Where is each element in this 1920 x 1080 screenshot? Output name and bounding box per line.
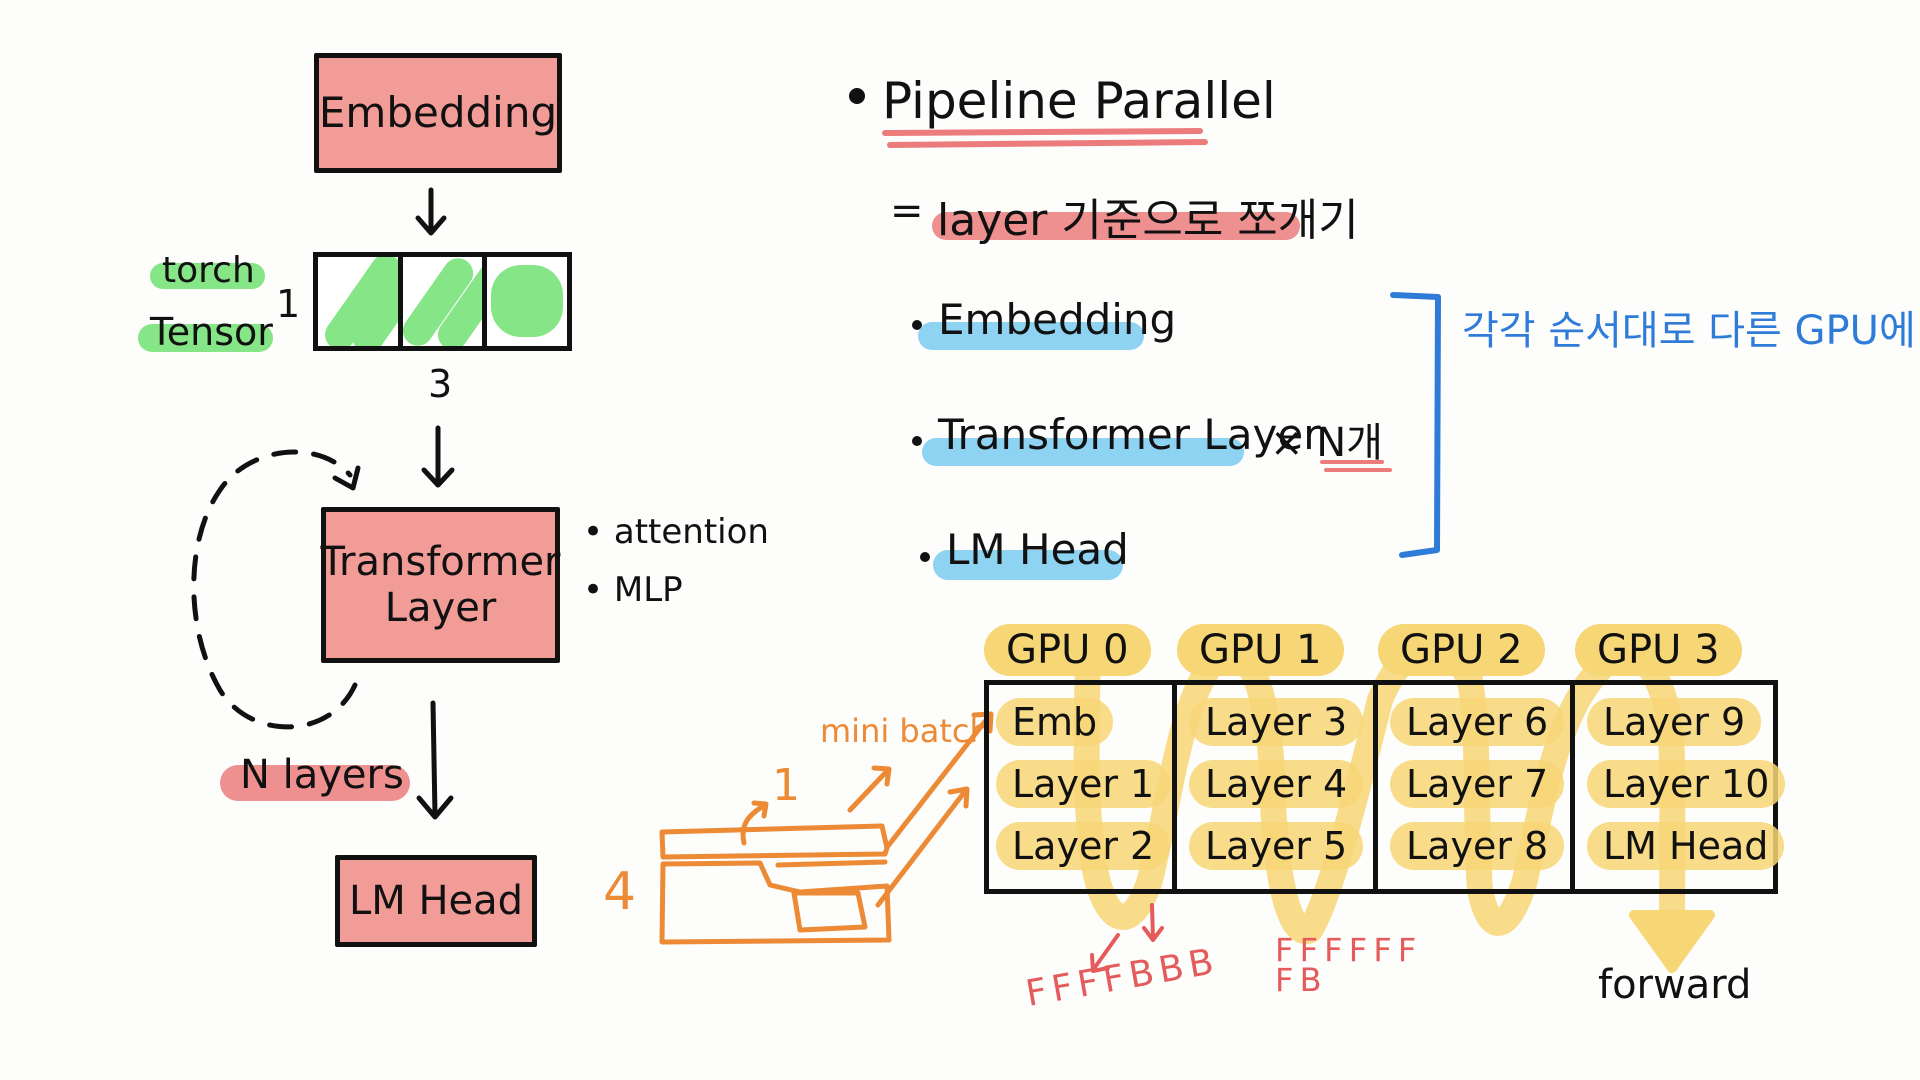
gpu-layer-item: Layer 4	[1189, 760, 1364, 808]
list-bullet	[912, 320, 922, 330]
torch-highlight	[150, 263, 265, 289]
gpu-label: GPU 0	[984, 624, 1151, 676]
gpu-label: GPU 1	[1177, 624, 1344, 676]
multiplier-label: × N개	[1270, 420, 1383, 466]
embedding-box: Embedding	[314, 53, 562, 173]
scribble-group-2: F F F F F F F B	[1275, 931, 1416, 999]
gpu-layer-item: Layer 3	[1189, 698, 1364, 746]
tensor-cell	[402, 257, 488, 346]
embedding-box-label: Embedding	[318, 87, 558, 137]
gpu-layer-item: Layer 1	[996, 760, 1171, 808]
note-attention: • attention	[583, 512, 769, 552]
mini-batch-label: mini batch	[820, 712, 990, 750]
tensor-cell	[487, 257, 567, 346]
embedding-item-highlight	[918, 322, 1144, 350]
lm-head-box: LM Head	[335, 855, 537, 947]
gpu-column	[1378, 685, 1575, 889]
lmhead-item-highlight	[933, 550, 1123, 580]
list-bullet	[912, 436, 922, 446]
tensor-box	[313, 252, 572, 351]
n-layers-highlight	[220, 765, 410, 801]
note-mlp: • MLP	[583, 570, 683, 610]
transformer-item-highlight	[922, 438, 1244, 466]
gpu-column	[989, 685, 1177, 889]
page-title: Pipeline Parallel	[882, 72, 1276, 130]
list-item-lmhead: LM Head	[946, 525, 1129, 574]
tensor-dim-rows: 1	[276, 282, 301, 326]
forward-arrowhead	[1629, 910, 1715, 973]
definition-equals: =	[890, 188, 924, 234]
gpu-layer-item: Layer 5	[1189, 822, 1364, 870]
scribble-group-1: F F F F B B B	[1022, 942, 1214, 1015]
torch-label: torch	[162, 250, 255, 291]
gpu-layer-item: Layer 8	[1390, 822, 1565, 870]
dashed-loop-arrowhead	[332, 465, 361, 491]
title-bullet	[849, 88, 865, 104]
bracket-note: 각각 순서대로 다른 GPU에.	[1462, 308, 1920, 354]
transformer-layer-box: Transformer Layer	[320, 507, 561, 663]
title-underline	[882, 128, 1208, 148]
tensor-label: Tensor	[150, 310, 273, 354]
definition-highlight	[932, 212, 1300, 240]
gpu-column	[1177, 685, 1378, 889]
list-item-embedding: Embedding	[938, 295, 1177, 344]
list-bullet	[920, 552, 930, 562]
definition-text: layer 기준으로 쪼개기	[937, 195, 1359, 246]
mini-batch-split-count: 1	[772, 760, 800, 811]
gpu-label: GPU 2	[1378, 624, 1545, 676]
gpu-layer-item: Layer 7	[1390, 760, 1565, 808]
gpu-layer-item: Layer 10	[1587, 760, 1786, 808]
transformer-label-line1: Transformer	[320, 539, 561, 585]
list-item-transformer: Transformer Layer	[938, 410, 1321, 459]
tensor-cell	[318, 257, 403, 346]
gpu-layer-item: Emb	[996, 698, 1114, 746]
lm-head-box-label: LM Head	[348, 878, 524, 924]
arrow-embedding-to-tensor	[415, 187, 447, 236]
forward-label: forward	[1598, 962, 1752, 1008]
gpu-layer-item: LM Head	[1587, 822, 1785, 870]
tensor-dim-cols: 3	[428, 362, 453, 406]
tensor-highlight	[138, 324, 273, 352]
arrow-transformer-to-lmhead	[416, 700, 454, 820]
bracket	[1390, 292, 1441, 558]
arrow-tensor-to-transformer	[421, 425, 455, 488]
mini-batch-total-count: 4	[603, 862, 637, 922]
n-layers-label: N layers	[240, 752, 404, 798]
transformer-label-line2: Layer	[384, 585, 497, 631]
gpu-layer-item: Layer 6	[1390, 698, 1565, 746]
gpu-layer-item: Layer 2	[996, 822, 1171, 870]
gpu-layer-item: Layer 9	[1587, 698, 1762, 746]
gpu-label: GPU 3	[1575, 624, 1742, 676]
